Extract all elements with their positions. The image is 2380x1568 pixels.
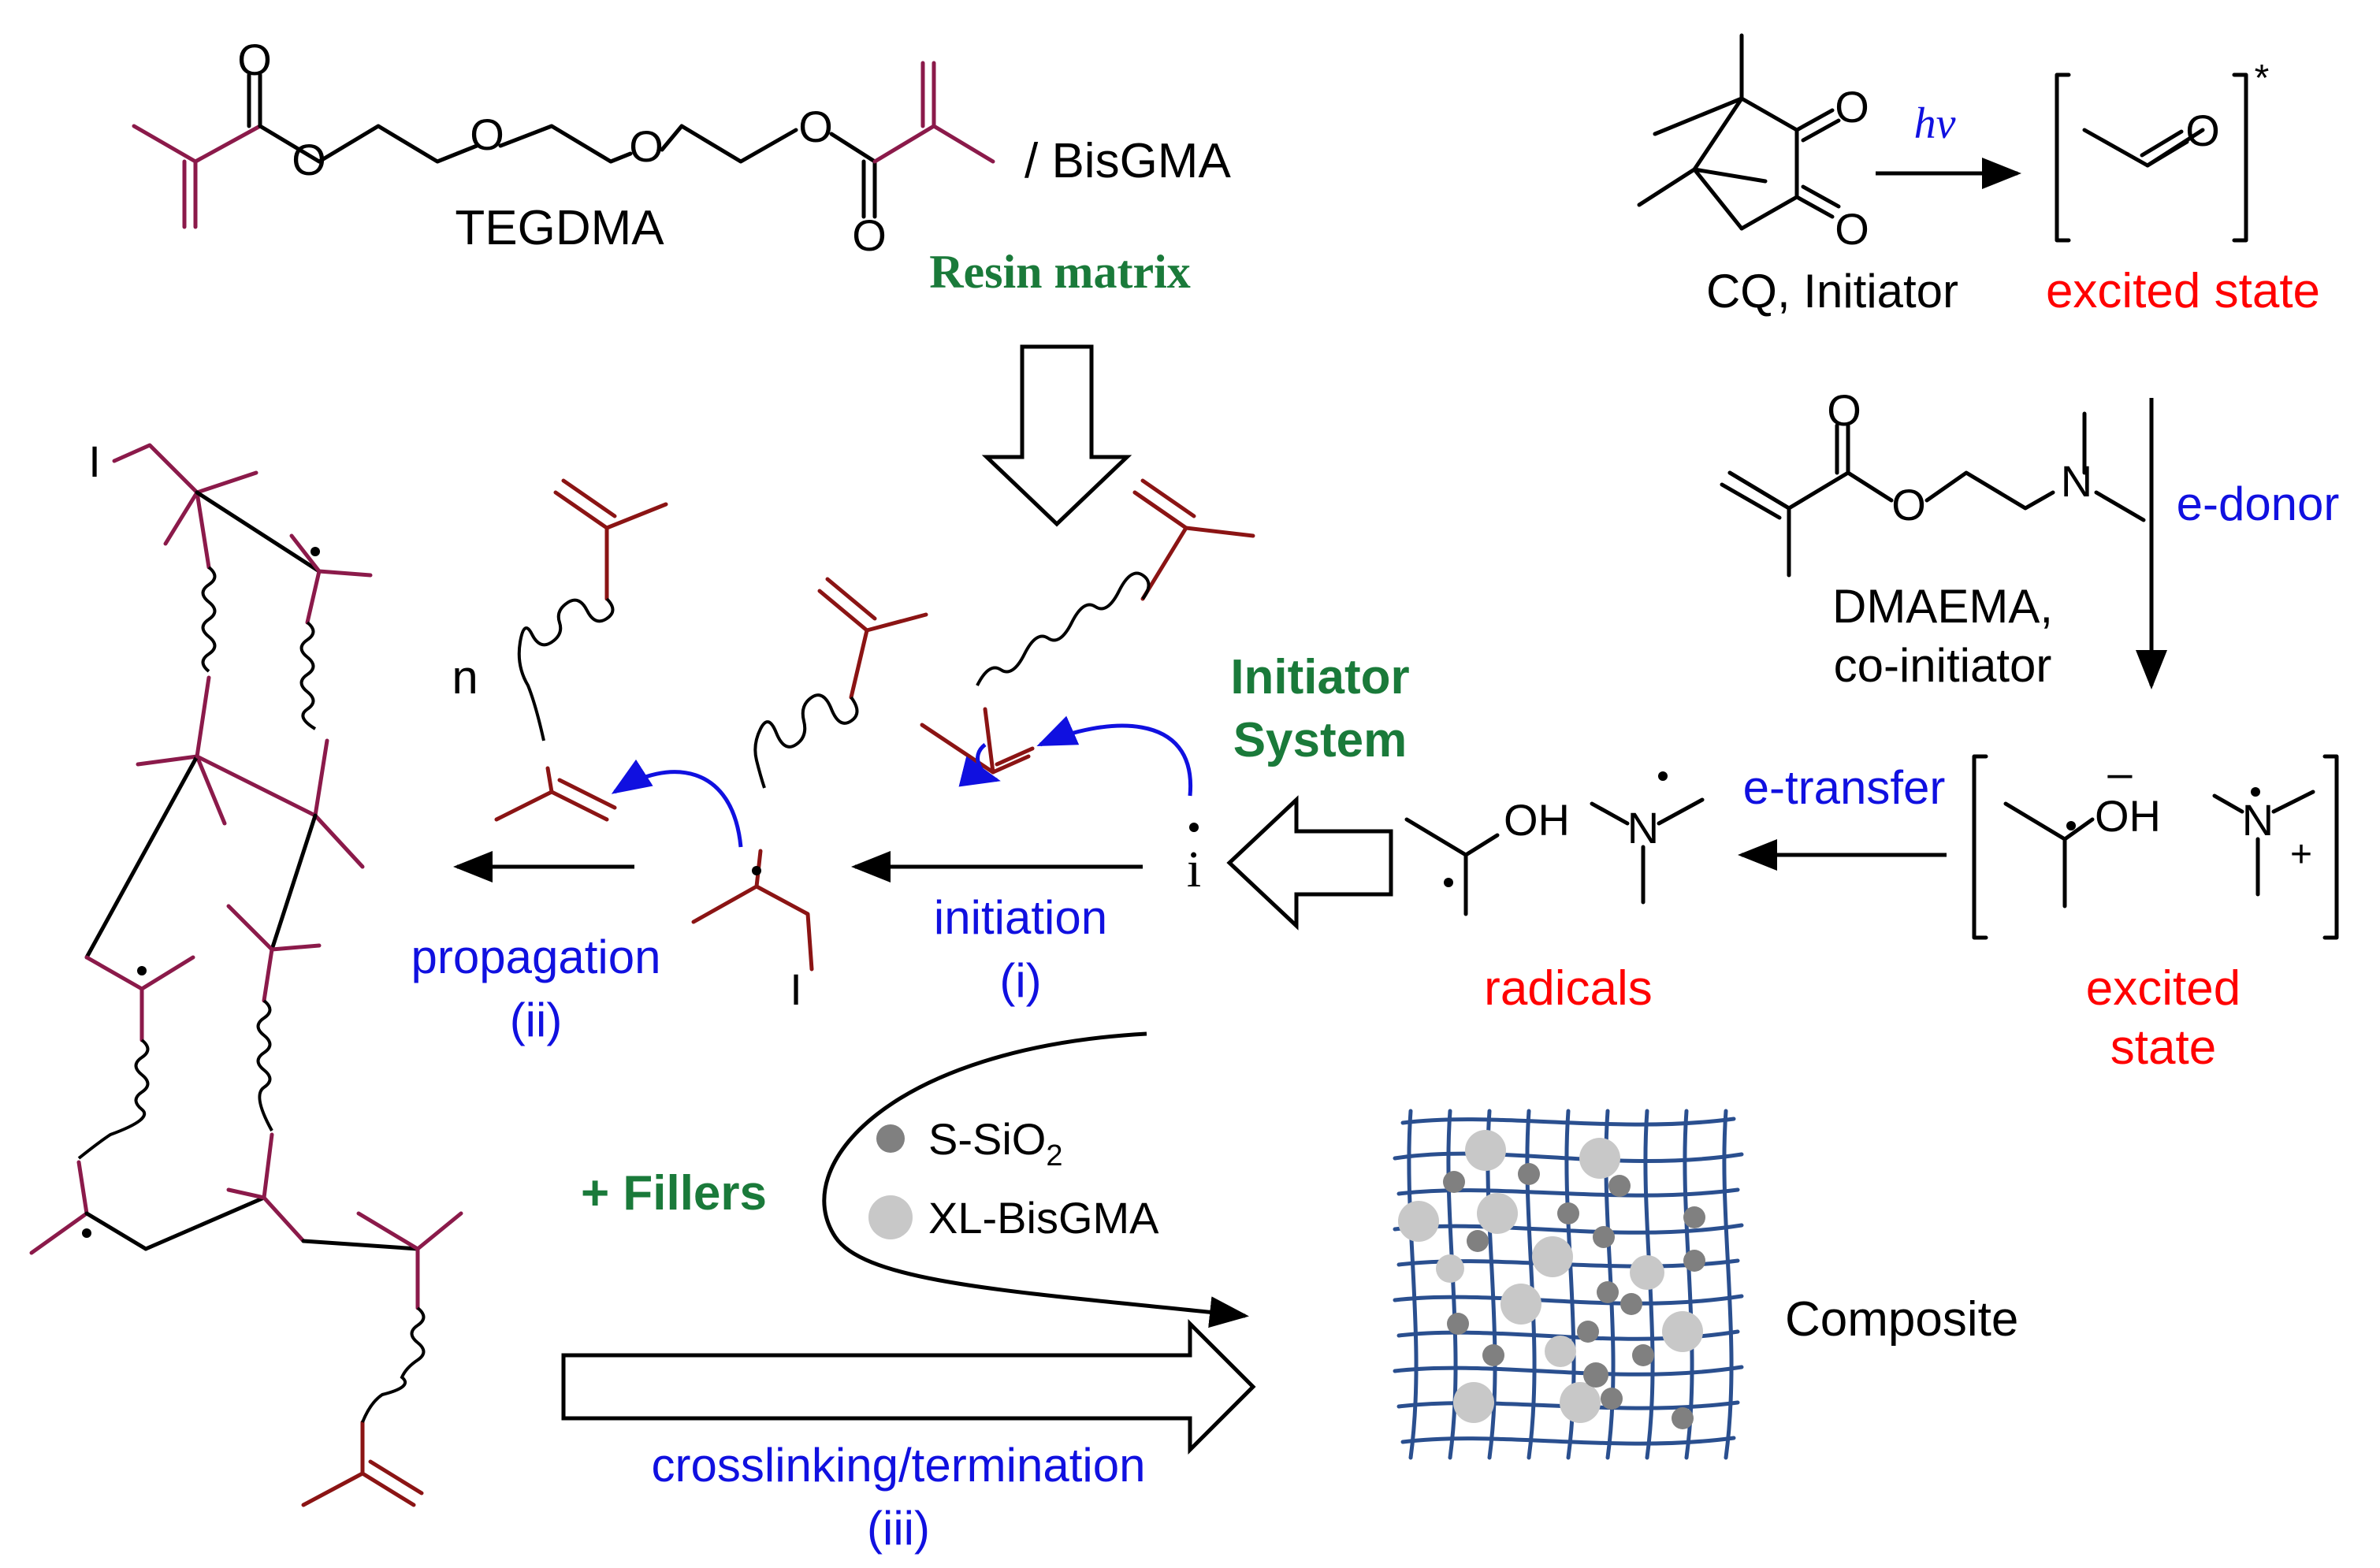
xl-bisgma-legend-dot [868, 1195, 913, 1239]
initiator-label-2: System [1233, 713, 1408, 767]
fillers-curve-arrow [822, 1031, 1249, 1328]
cq-initiator-label: CQ, Initiator [1706, 265, 1958, 318]
excited-star: * [2255, 58, 2270, 99]
initiator-label-1: Initiator [1230, 650, 1409, 704]
n-label: n [452, 651, 478, 704]
dmaema-structure [1720, 411, 2146, 578]
initiator-radical-dot [1189, 823, 1199, 832]
excited-state-top-label: excited state [2046, 264, 2320, 318]
n-monomer-spacer [517, 597, 615, 741]
composite-label: Composite [1785, 1292, 2018, 1347]
cq-structure [1637, 33, 1841, 231]
exciplex-oh: OH [2095, 791, 2161, 841]
ester-o-2: O [798, 102, 833, 151]
exciplex-n-dot [2251, 787, 2260, 797]
tegdma-structure [132, 61, 995, 229]
initiated-monomer-spacer [753, 693, 859, 789]
e-donor-label: e-donor [2177, 477, 2340, 530]
cq-o-1: O [1835, 82, 1869, 132]
propagation-electron-arrow [611, 759, 743, 848]
tegdma-label: TEGDMA [455, 201, 664, 255]
xl-bisgma-label: XL-BisGMA [928, 1193, 1159, 1243]
network-spacer-5 [361, 1306, 426, 1423]
network-radical-dot-3 [82, 1228, 91, 1238]
s-sio2-label: S-SiO2 [928, 1114, 1063, 1172]
excited-label-1: excited [2086, 961, 2241, 1016]
fillers-label: + Fillers [581, 1166, 767, 1221]
exciplex-n: N [2242, 795, 2274, 845]
chain-end-i-1: I [790, 964, 802, 1014]
crosslinking-step-label: (iii) [867, 1502, 930, 1555]
initiation-electron-arrow-2 [958, 743, 1001, 787]
composite-fillers [1398, 1130, 1705, 1429]
excited-ketone [2055, 72, 2248, 243]
crosslinking-label: crosslinking/termination [652, 1439, 1146, 1492]
n-monomer [494, 478, 668, 822]
left-hollow-arrow [1226, 795, 1393, 931]
s-sio2-legend-dot [876, 1124, 905, 1153]
initiator-radical: i [1187, 841, 1201, 898]
carbonyl-o-2: O [852, 210, 887, 260]
bisgma-label: / BisGMA [1025, 134, 1231, 188]
radical-n: N [1627, 803, 1659, 853]
hv-label: hv [1914, 99, 1956, 148]
radical-oh: OH [1504, 795, 1570, 845]
network-spacer-2 [299, 621, 317, 730]
cq-o-2: O [1835, 204, 1869, 254]
chain-end-i-2: I [88, 437, 101, 486]
dmaema-ester-o: O [1891, 480, 1926, 529]
exciplex-minus: – [2107, 748, 2133, 797]
dmaema-label-1: DMAEMA, [1832, 580, 2053, 633]
exciplex-radical-dot [2066, 821, 2076, 830]
network-radical-dot-2 [137, 966, 147, 975]
propagation-label: propagation [411, 931, 661, 983]
network-spacer-3 [77, 1039, 150, 1160]
ketone-o: O [2185, 106, 2220, 155]
carbonyl-o-1: O [237, 35, 272, 84]
dmaema-label-2: co-initiator [1834, 639, 2052, 692]
initiation-step-label: (i) [999, 954, 1041, 1007]
radical-n-dot [1658, 771, 1668, 781]
initiated-monomer [691, 577, 928, 972]
down-hollow-arrow [981, 344, 1132, 527]
excited-label-2: state [2110, 1020, 2216, 1075]
initiation-label: initiation [934, 891, 1107, 944]
monomer-top-spacer [976, 571, 1151, 686]
dmaema-carbonyl-o: O [1827, 385, 1861, 435]
propagating-radical-dot [752, 866, 761, 875]
network-radical-dot-1 [311, 547, 320, 556]
propagation-step-label: (ii) [510, 994, 563, 1046]
crosslinking-hollow-arrow [561, 1318, 1256, 1455]
e-transfer-label: e-transfer [1743, 761, 1946, 814]
network-spacer-1 [201, 566, 217, 673]
ester-o-1: O [292, 135, 326, 184]
exciplex-plus: + [2290, 834, 2312, 875]
ether-o-1: O [470, 110, 504, 159]
ether-o-2: O [629, 121, 664, 171]
crosslinked-network [29, 443, 463, 1507]
resin-matrix-label: Resin matrix [929, 246, 1191, 298]
radical-c-dot [1444, 878, 1453, 887]
dmaema-n: N [2061, 456, 2092, 506]
network-spacer-4 [256, 999, 273, 1131]
exciplex [1972, 754, 2339, 940]
initiation-electron-arrow [1036, 715, 1192, 797]
radicals-label: radicals [1484, 961, 1653, 1016]
radicals-structure [1404, 797, 1705, 916]
